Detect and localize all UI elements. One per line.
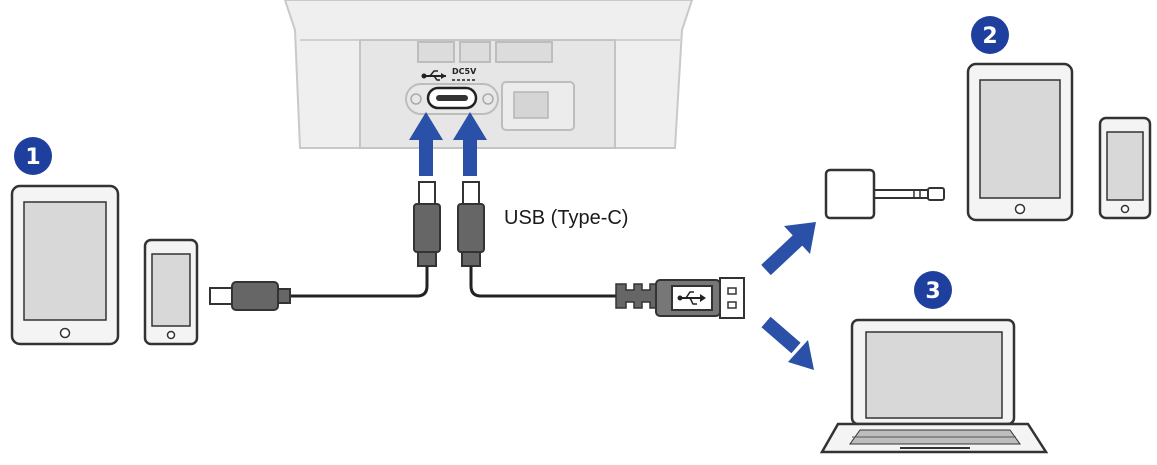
phone-1	[143, 238, 199, 346]
laptop	[819, 318, 1049, 454]
phone-2	[1098, 116, 1152, 220]
cable-right	[469, 266, 618, 298]
usb-icon	[421, 70, 446, 81]
badge-3: 3	[914, 271, 952, 309]
tablet-2	[966, 62, 1074, 222]
arrow-up-icon	[409, 112, 443, 176]
usb-icon	[677, 291, 706, 305]
arrow-right-icon	[761, 316, 814, 370]
svg-text:1: 1	[25, 145, 40, 170]
port-label: DC5V	[452, 67, 477, 76]
arrow-right-icon	[761, 222, 816, 276]
recorder-device: DC5V	[283, 0, 694, 149]
usb-a-plug	[615, 277, 745, 319]
usb-c-plug-left	[413, 181, 441, 267]
tablet-1	[10, 184, 120, 346]
badge-1: 1	[14, 137, 52, 175]
arrow-up-icon	[453, 112, 487, 176]
usb-c-plug-device	[209, 281, 291, 311]
usb-c-plug-right	[457, 181, 485, 267]
usb-adapter	[824, 168, 945, 220]
cable-left	[288, 266, 429, 298]
svg-text:2: 2	[982, 24, 997, 49]
cable-label: USB (Type-C)	[504, 207, 628, 229]
badge-2: 2	[971, 16, 1009, 54]
svg-text:3: 3	[925, 279, 940, 304]
